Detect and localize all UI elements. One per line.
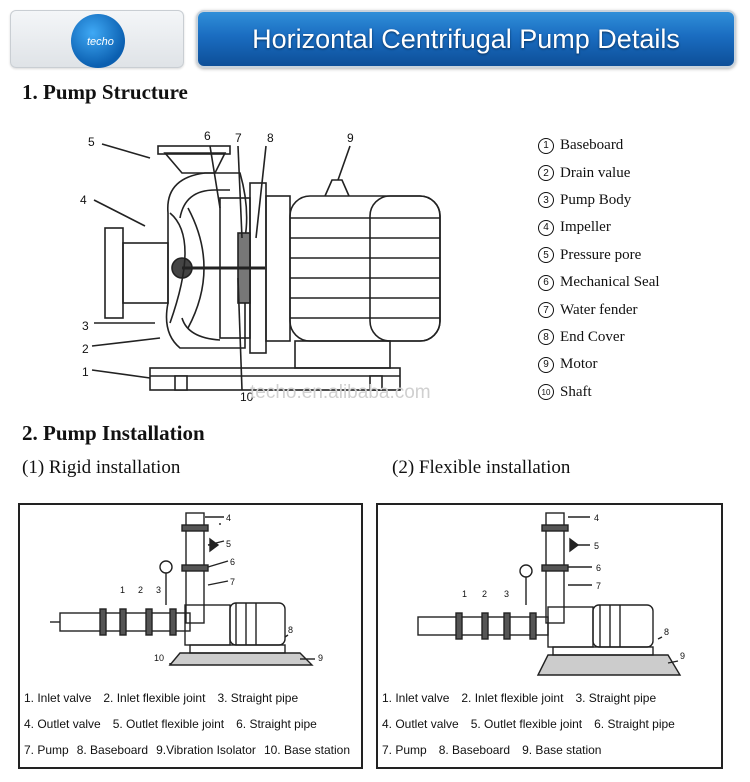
rigid-installation-diagram: 1 2 3 4 5 6 7 8 9 10 — [50, 512, 323, 666]
rigid-captions: 1. Inlet valve 2. Inlet flexible joint 3… — [24, 691, 350, 757]
title-banner: Horizontal Centrifugal Pump Details — [196, 10, 736, 68]
rigid-callout-1: 1 — [120, 585, 125, 595]
company-logo: techo — [10, 10, 184, 68]
callout-4: 4 — [80, 193, 87, 207]
rigid-callout-2: 2 — [138, 585, 143, 595]
callout-7: 7 — [235, 131, 242, 145]
rigid-callout-6: 6 — [230, 557, 235, 567]
callout-9: 9 — [347, 131, 354, 145]
callout-8: 8 — [267, 131, 274, 145]
pump-structure-diagram: 5 4 3 2 1 6 7 8 9 10 — [80, 129, 441, 404]
flexible-installation-panel: 1 2 3 4 5 6 7 8 9 1. Inlet valve 2. Inle… — [376, 503, 723, 769]
callout-10: 10 — [240, 390, 254, 404]
flex-callout-5: 5 — [594, 541, 599, 551]
rigid-installation-panel: 1 2 3 4 5 6 7 8 9 10 1. Inlet valve 2. I… — [18, 503, 363, 769]
callout-6: 6 — [204, 129, 211, 143]
watermark-text: techo.en.alibaba.com — [250, 382, 431, 403]
flex-callout-9: 9 — [680, 651, 685, 661]
section-heading-installation: 2. Pump Installation — [22, 421, 205, 445]
flexible-installation-diagram: 1 2 3 4 5 6 7 8 9 — [417, 512, 685, 676]
rigid-callout-8: 8 — [288, 625, 293, 635]
callout-5: 5 — [88, 135, 95, 149]
flex-callout-2: 2 — [482, 589, 487, 599]
rigid-callout-9: 9 — [318, 653, 323, 663]
flex-callout-3: 3 — [504, 589, 509, 599]
rigid-callout-3: 3 — [156, 585, 161, 595]
flexible-captions: 1. Inlet valve 2. Inlet flexible joint 3… — [382, 691, 675, 757]
flex-callout-6: 6 — [596, 563, 601, 573]
flex-callout-7: 7 — [596, 581, 601, 591]
rigid-installation-title: (1) Rigid installation — [22, 457, 181, 478]
flexible-installation-title: (2) Flexible installation — [392, 457, 571, 478]
rigid-callout-4: 4 — [226, 513, 231, 523]
callout-3: 3 — [82, 319, 89, 333]
page-title: Horizontal Centrifugal Pump Details — [252, 23, 680, 54]
flex-callout-1: 1 — [462, 589, 467, 599]
section-heading-structure: 1. Pump Structure — [22, 80, 188, 104]
logo-circle-icon — [71, 14, 125, 68]
rigid-callout-5: 5 — [226, 539, 231, 549]
logo-text: techo — [87, 36, 114, 48]
rigid-callout-7: 7 — [230, 577, 235, 587]
rigid-callout-10: 10 — [154, 653, 164, 663]
flex-callout-8: 8 — [664, 627, 669, 637]
flex-callout-4: 4 — [594, 513, 599, 523]
callout-2: 2 — [82, 342, 89, 356]
callout-1: 1 — [82, 365, 89, 379]
